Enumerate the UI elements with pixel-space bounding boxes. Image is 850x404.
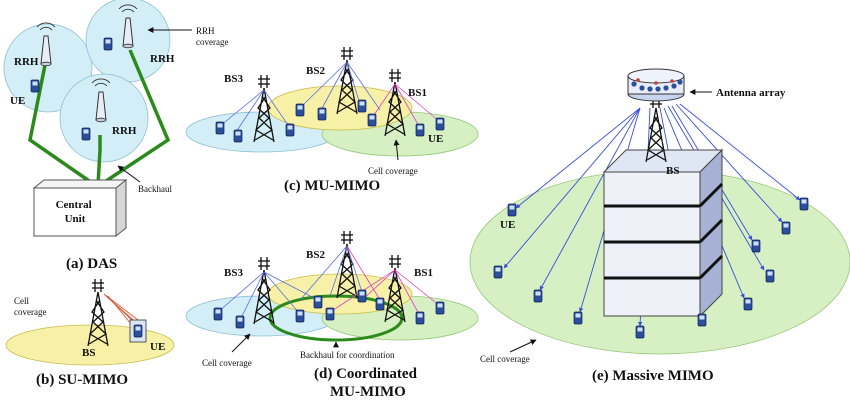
ue-phone-icon — [435, 301, 445, 315]
ue-phone-icon — [325, 307, 335, 321]
mu-bs1-label: BS1 — [408, 87, 427, 99]
coordination-backhaul-ring — [268, 294, 404, 342]
coord-cell-coverage-arrow — [231, 333, 251, 353]
massive-mimo-caption: (e) Massive MIMO — [592, 368, 714, 384]
coord-cell-coverage-label: Cell coverage — [202, 358, 252, 368]
ue-phone-icon — [317, 107, 327, 121]
ue-phone-icon — [765, 269, 775, 283]
rrh-coverage-line2: coverage — [196, 37, 228, 47]
rrh-coverage-label: RRH coverage — [196, 26, 228, 47]
ue-phone-icon — [295, 103, 305, 117]
su-mimo-panel: Cell coverage BS UE (b) SU-MIMO — [5, 278, 175, 388]
coord-bs2-label: BS2 — [306, 249, 325, 261]
ue-phone-icon — [285, 123, 295, 137]
su-cell-coverage-label: Cell coverage — [14, 296, 46, 317]
ue-phone-icon — [367, 113, 377, 127]
ue-phone-icon — [295, 309, 305, 323]
building-icon — [602, 148, 724, 318]
coord-caption-line2: MU-MIMO — [330, 384, 406, 400]
ue-phone-icon — [635, 325, 645, 339]
su-mimo-caption: (b) SU-MIMO — [36, 372, 128, 388]
massive-mimo-panel: Antenna array BS UE Cell coverage (e) Ma… — [469, 68, 850, 384]
backhaul-label: Backhaul — [138, 184, 172, 194]
su-cell-coverage-line2: coverage — [14, 307, 46, 317]
ue-phone-icon — [357, 289, 367, 303]
ue-phone-icon — [235, 315, 245, 329]
mu-mimo-panel: BS3 BS2 BS1 UE Cell coverage (c) MU-MIMO — [185, 46, 479, 194]
mu-beams — [219, 61, 441, 133]
ue-phone-icon — [375, 297, 385, 311]
ue-phone-icon — [781, 221, 791, 235]
coord-beams — [217, 245, 441, 321]
ue-label: UE — [10, 95, 25, 107]
ue-phone-icon — [415, 311, 425, 325]
antenna-array-label: Antenna array — [716, 87, 786, 99]
ue-phone-icon — [30, 79, 40, 93]
mu-mimo-caption: (c) MU-MIMO — [284, 178, 380, 194]
ue-phone-icon — [215, 121, 225, 135]
ue-phone-icon — [799, 197, 809, 211]
ue-phone-icon — [435, 117, 445, 131]
massive-cell-coverage-label: Cell coverage — [480, 354, 530, 364]
rrh-label-left: RRH — [14, 56, 39, 68]
mu-cell-coverage-label: Cell coverage — [368, 166, 418, 176]
ue-phone-icon — [81, 127, 91, 141]
su-cell-coverage-line1: Cell — [14, 296, 29, 306]
ue-phone-icon — [751, 239, 761, 253]
mu-cell-coverage-arrow — [393, 139, 400, 161]
ue-phone-icon — [213, 307, 223, 321]
ue-phone-icon — [743, 297, 753, 311]
ue-phone-icon — [103, 37, 113, 51]
central-unit-line2: Unit — [65, 213, 86, 225]
mu-bs2-label: BS2 — [306, 65, 325, 77]
ue-phone-icon — [493, 265, 503, 279]
coord-bs1-label: BS1 — [414, 267, 433, 279]
massive-bs-label: BS — [666, 165, 679, 177]
ue-phone-icon — [507, 203, 517, 217]
coord-bs3-label: BS3 — [224, 267, 243, 279]
mu-bs3-label: BS3 — [224, 73, 243, 85]
su-ue-label: UE — [150, 341, 165, 353]
backhaul-arrow — [117, 165, 141, 183]
rrh-label-bottom: RRH — [112, 125, 137, 137]
massive-cell-coverage-arrow — [509, 339, 537, 353]
ue-phone-icon — [415, 123, 425, 137]
antenna-array-icon — [627, 68, 685, 102]
rrh-label-right: RRH — [150, 53, 175, 65]
central-unit-label: Central Unit — [56, 199, 95, 225]
coord-backhaul-label: Backhaul for coordination — [300, 350, 395, 360]
su-cell-coverage — [5, 324, 175, 366]
ue-phone-icon — [573, 311, 583, 325]
mu-ue-label: UE — [428, 133, 443, 145]
central-unit-line1: Central — [56, 199, 92, 211]
ue-phone-icon — [357, 99, 367, 113]
das-caption: (a) DAS — [66, 256, 117, 272]
ue-phone-icon — [533, 289, 543, 303]
rrh-coverage-line1: RRH — [196, 26, 215, 36]
coord-caption-line1: (d) Coordinated — [314, 366, 418, 382]
su-beams — [103, 293, 141, 331]
ue-phone-icon — [233, 129, 243, 143]
coordinated-mu-mimo-panel: BS3 BS2 BS1 Cell coverage Backhaul for c… — [185, 230, 479, 400]
su-bs-label: BS — [82, 347, 95, 359]
ue-phone-icon — [313, 295, 323, 309]
ue-phone-icon — [133, 324, 143, 338]
central-unit-box: Central Unit — [32, 178, 128, 238]
ue-phone-icon — [697, 313, 707, 327]
das-panel: RRH RRH RRH UE RRH coverage Central Unit… — [3, 0, 228, 272]
massive-ue-label: UE — [500, 219, 515, 231]
